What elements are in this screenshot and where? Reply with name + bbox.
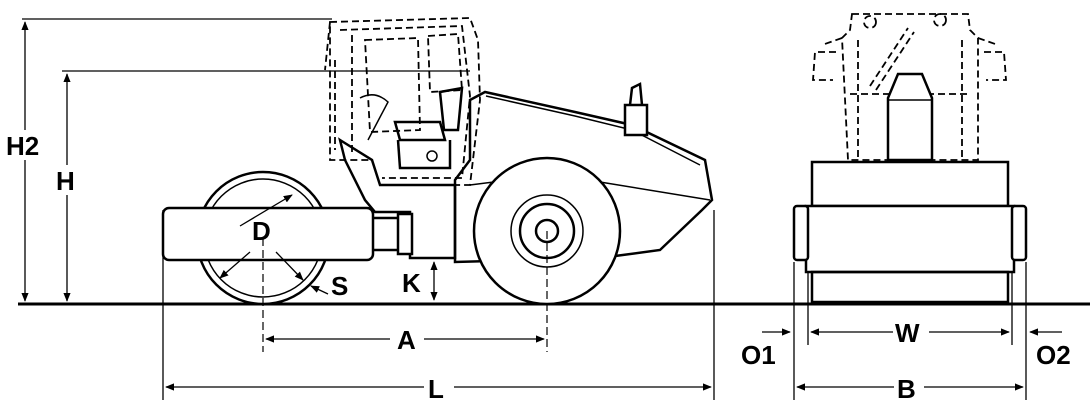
side-view: D S K A L H2 H: [4, 17, 715, 401]
b-label-bg: [894, 374, 924, 400]
label-o2: O2: [1036, 340, 1071, 370]
front-view: W O1 O2 B: [741, 13, 1071, 401]
drum-end-left: [792, 204, 810, 262]
d-arrow-lower-right: [275, 251, 304, 281]
label-w: W: [895, 318, 920, 348]
h2-label-bg: [4, 130, 50, 160]
label-a: A: [397, 325, 416, 355]
label-b: B: [897, 374, 916, 401]
operator-seat: [359, 86, 464, 170]
label-o1: O1: [741, 340, 776, 370]
w-label-bg: [893, 319, 929, 345]
d-arrow-upper: [239, 194, 293, 227]
front-drum: [804, 204, 1016, 274]
l-label-bg: [424, 374, 454, 400]
label-d: D: [252, 216, 271, 246]
d-arrow-lower-left: [219, 251, 251, 279]
label-h: H: [56, 166, 75, 196]
front-seat: [886, 72, 934, 162]
drum-end-right: [1010, 204, 1028, 262]
label-k: K: [402, 268, 421, 298]
exhaust-stack: [623, 82, 649, 137]
s-arrow: [310, 285, 329, 295]
hood-trim: [485, 95, 701, 166]
engine-hood: [453, 90, 714, 264]
front-drum-lower: [810, 270, 1010, 304]
label-h2: H2: [6, 131, 39, 161]
articulation-frame: [338, 137, 457, 260]
a-label-bg: [390, 326, 424, 352]
h-label-bg: [54, 165, 82, 195]
hitch-plate: [396, 212, 414, 256]
label-s: S: [331, 271, 348, 301]
front-body: [810, 160, 1010, 208]
label-l: L: [428, 374, 444, 401]
cab-outline-dashed: [324, 17, 481, 186]
